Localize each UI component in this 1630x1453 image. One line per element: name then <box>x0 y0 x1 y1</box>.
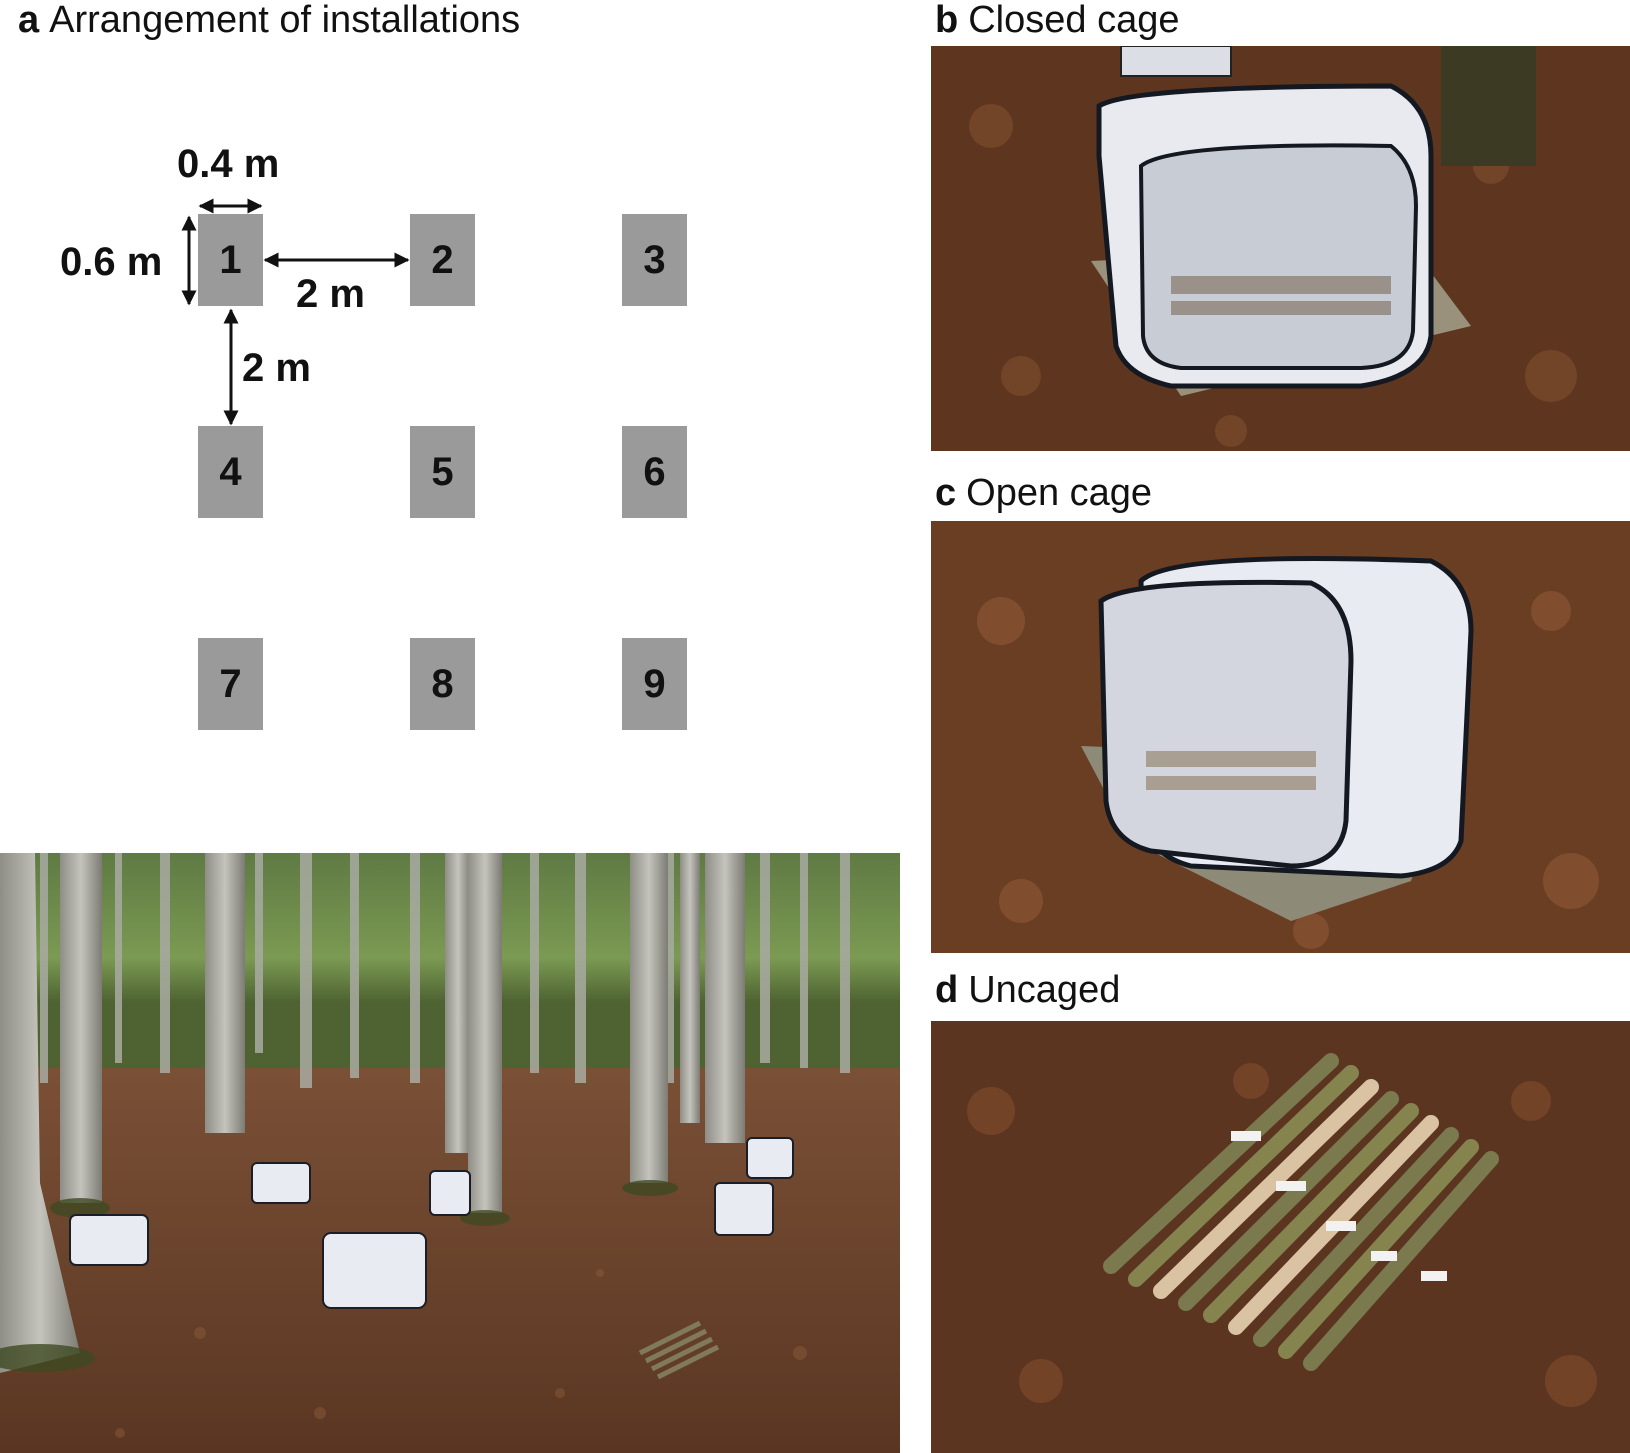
open-cage-photo <box>931 521 1630 953</box>
plot-4: 4 <box>198 426 263 518</box>
spacing-x-label: 2 m <box>296 272 365 316</box>
dimension-arrows <box>181 198 410 426</box>
plot-9: 9 <box>622 638 687 730</box>
plot-5: 5 <box>410 426 475 518</box>
plot-1: 1 <box>198 214 263 306</box>
width-label: 0.4 m <box>177 142 280 186</box>
plot-6: 6 <box>622 426 687 518</box>
panel-a-letter: a <box>18 0 40 41</box>
panel-c-letter: c <box>935 472 957 514</box>
plot-8: 8 <box>410 638 475 730</box>
arrangement-diagram: 1 2 3 4 5 6 7 8 9 0.4 m 0.6 m 2 m 2 m <box>0 50 900 840</box>
panel-c-text: Open cage <box>966 472 1153 514</box>
spacing-y-label: 2 m <box>242 346 311 390</box>
plot-7: 7 <box>198 638 263 730</box>
panel-d-letter: d <box>935 969 959 1011</box>
closed-cage-photo <box>931 46 1630 451</box>
panel-a-text: Arrangement of installations <box>49 0 521 41</box>
plot-2: 2 <box>410 214 475 306</box>
height-label: 0.6 m <box>60 240 163 284</box>
panel-b-letter: b <box>935 0 959 41</box>
forest-site-photo <box>0 853 900 1453</box>
uncaged-photo <box>931 1021 1630 1453</box>
panel-d-text: Uncaged <box>968 969 1121 1011</box>
plot-3: 3 <box>622 214 687 306</box>
panel-b-text: Closed cage <box>968 0 1180 41</box>
